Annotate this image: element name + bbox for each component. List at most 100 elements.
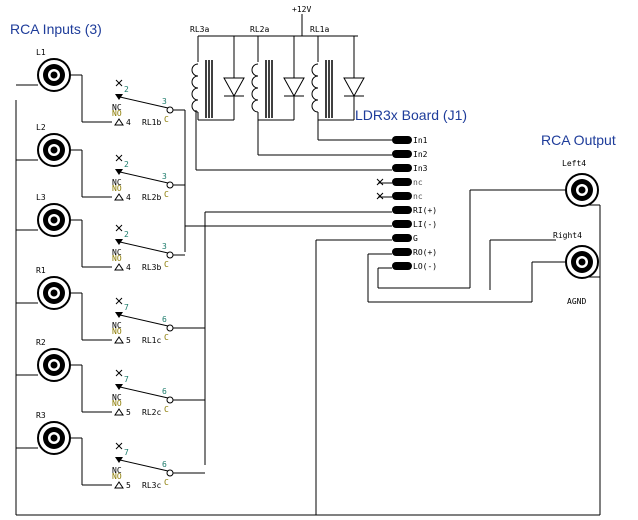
nc-label: NC [112, 321, 122, 330]
relay-coil-label: RL3a [190, 25, 209, 34]
connector-pin-label: RO(+) [413, 248, 437, 257]
nc-pin-number: 7 [124, 375, 129, 384]
nc-pin-number: 2 [124, 230, 129, 239]
wiring [15, 14, 601, 516]
c-pin-number: 6 [162, 387, 167, 396]
connector-pin: nc [376, 178, 423, 187]
no-label: NO [112, 109, 122, 118]
connector-pin-label: G [413, 234, 418, 243]
connector-pin: In1 [392, 136, 428, 145]
jack-label: R3 [36, 411, 46, 420]
c-pin-number: 3 [162, 242, 167, 251]
rca-jack-l3 [37, 203, 71, 237]
c-label: C [164, 190, 169, 199]
jack-label: R2 [36, 338, 46, 347]
jack-label: L3 [36, 193, 46, 202]
relay-coil-label: RL2a [250, 25, 269, 34]
connector-pin: RI(+) [392, 206, 437, 215]
rca-inputs-title: RCA Inputs (3) [10, 21, 102, 37]
c-label: C [164, 478, 169, 487]
nc-pin-number: 2 [124, 85, 129, 94]
relay-coil-rl2a: RL2a [250, 25, 305, 121]
connector-pin: nc [376, 192, 423, 201]
c-pin-number: 3 [162, 97, 167, 106]
rca-jack-right-output [565, 245, 599, 279]
rca-jack-r2 [37, 348, 71, 382]
connector-pin: In3 [392, 164, 428, 173]
connector-pin: In2 [392, 150, 428, 159]
connector-pin-label: LI(-) [413, 220, 437, 229]
connector-pin-label: In1 [413, 136, 428, 145]
relay-coil-label: RL1a [310, 25, 329, 34]
no-label: NO [112, 254, 122, 263]
connector-pin-label: RI(+) [413, 206, 437, 215]
connector-pin: G [392, 234, 418, 243]
no-label: NO [112, 184, 122, 193]
rca-jack-r1 [37, 276, 71, 310]
rca-jack-left-output [565, 173, 599, 207]
rca-output-title: RCA Output [541, 132, 616, 148]
c-label: C [164, 333, 169, 342]
nc-label: NC [112, 466, 122, 475]
nc-label: NC [112, 178, 122, 187]
relay-contact-label: RL3b [142, 263, 161, 272]
c-label: C [164, 260, 169, 269]
supply-label: +12V [292, 5, 311, 14]
output-left-label: Left4 [562, 159, 586, 168]
nc-pin-number: 2 [124, 160, 129, 169]
no-label: NO [112, 399, 122, 408]
relay-contact-label: RL2b [142, 193, 161, 202]
c-pin-number: 6 [162, 460, 167, 469]
c-pin-number: 3 [162, 172, 167, 181]
relay-coil-rl3a: RL3a [190, 25, 245, 121]
no-label: NO [112, 327, 122, 336]
jack-label: L2 [36, 123, 46, 132]
connector-pin-label: In3 [413, 164, 428, 173]
relay-contact-label: RL1b [142, 118, 161, 127]
nc-label: NC [112, 248, 122, 257]
connector-pin-label: nc [413, 192, 423, 201]
no-pin-number: 5 [126, 336, 131, 345]
rca-jack-l1 [37, 58, 71, 92]
agnd-label: AGND [567, 297, 586, 306]
relay-contact-label: RL1c [142, 336, 161, 345]
rca-jack-l2 [37, 133, 71, 167]
connector-pin-label: nc [413, 178, 423, 187]
connector-pin: LI(-) [392, 220, 437, 229]
c-label: C [164, 405, 169, 414]
no-pin-number: 4 [126, 118, 131, 127]
output-right-label: Right4 [553, 231, 582, 240]
jack-label: L1 [36, 48, 46, 57]
relay-contact-label: RL2c [142, 408, 161, 417]
connector-pin-label: LO(-) [413, 262, 437, 271]
c-label: C [164, 115, 169, 124]
no-label: NO [112, 472, 122, 481]
output-right: Right4 [553, 231, 599, 279]
nc-label: NC [112, 103, 122, 112]
relay-coil-rl1a: RL1a [310, 25, 365, 121]
rca-jack-r3 [37, 421, 71, 455]
connector-pin: LO(-) [392, 262, 437, 271]
no-pin-number: 5 [126, 481, 131, 490]
no-pin-number: 4 [126, 193, 131, 202]
relay-contact-label: RL3c [142, 481, 161, 490]
nc-label: NC [112, 393, 122, 402]
nc-pin-number: 7 [124, 448, 129, 457]
relay-coils: RL3a RL2a RL1a [190, 25, 365, 121]
no-pin-number: 4 [126, 263, 131, 272]
no-pin-number: 5 [126, 408, 131, 417]
c-pin-number: 6 [162, 315, 167, 324]
ldr-board-title: LDR3x Board (J1) [355, 107, 467, 123]
jack-label: R1 [36, 266, 46, 275]
nc-pin-number: 7 [124, 303, 129, 312]
